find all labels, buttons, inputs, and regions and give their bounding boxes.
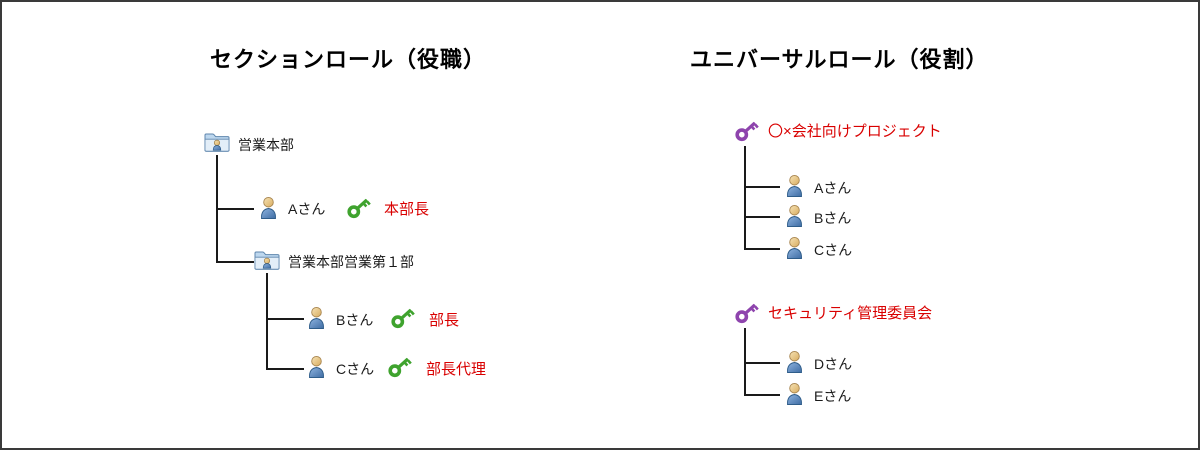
member-name-g2-e: Eさん [814,388,852,404]
member-name-g1-c: Cさん [814,242,853,258]
person-icon [306,354,327,379]
org-label-root: 営業本部 [238,137,294,153]
person-icon [784,173,805,198]
person-icon [784,235,805,260]
green-key-icon [385,351,415,381]
member-name-a: Aさん [288,201,326,217]
person-icon [784,203,805,228]
person-icon [784,381,805,406]
tree-connector-horizontal [744,186,780,188]
person-icon [306,305,327,330]
tree-connector-vertical [744,146,746,250]
group-label-project: 〇×会社向けプロジェクト [768,123,942,140]
purple-key-icon [732,115,762,145]
role-label-b: 部長 [429,312,460,329]
role-label-c: 部長代理 [426,361,487,378]
group-folder-icon [254,249,280,271]
person-icon [784,349,805,374]
person-icon [258,195,279,220]
section-role-title: セクションロール（役職） [210,47,487,72]
tree-connector-horizontal [216,261,254,263]
tree-connector-horizontal [266,318,304,320]
purple-key-icon [732,297,762,327]
universal-role-title: ユニバーサルロール（役割） [690,47,989,72]
tree-connector-horizontal [216,208,254,210]
group-folder-icon [204,131,230,153]
green-key-icon [344,192,374,222]
org-label-subfolder: 営業本部営業第１部 [288,254,414,270]
member-name-g2-d: Dさん [814,356,853,372]
member-name-g1-a: Aさん [814,180,852,196]
tree-connector-vertical [266,273,268,370]
tree-connector-horizontal [744,216,780,218]
tree-connector-horizontal [266,368,304,370]
member-name-c: Cさん [336,361,375,377]
role-label-a: 本部長 [384,201,430,218]
tree-connector-horizontal [744,394,780,396]
group-label-security: セキュリティ管理委員会 [768,305,933,322]
member-name-g1-b: Bさん [814,210,852,226]
green-key-icon [388,302,418,332]
tree-connector-horizontal [744,248,780,250]
tree-connector-horizontal [744,362,780,364]
member-name-b: Bさん [336,312,374,328]
